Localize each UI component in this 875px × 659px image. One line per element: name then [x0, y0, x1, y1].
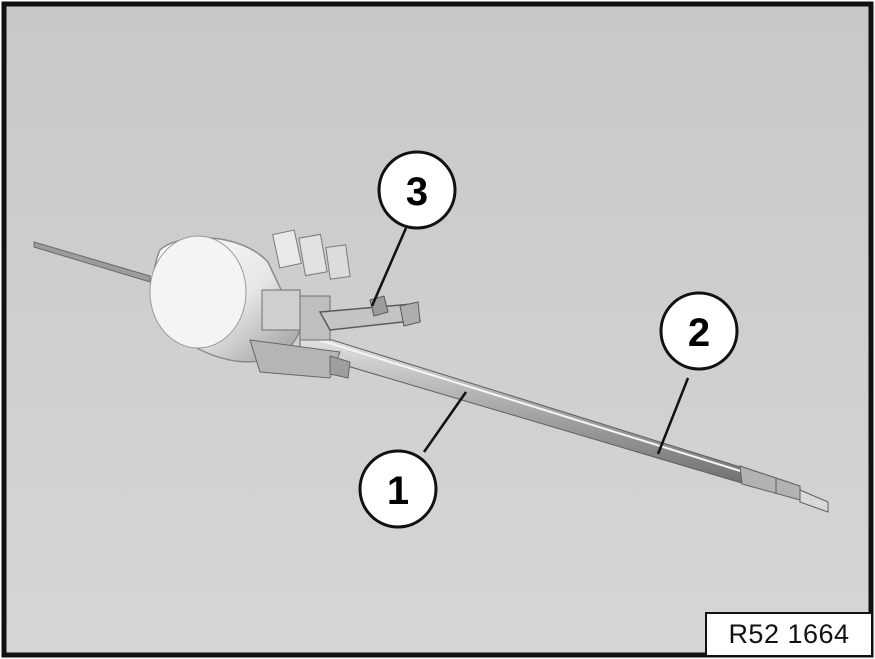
shaft-assembly: [299, 329, 829, 513]
callout-2-label: 2: [688, 311, 710, 355]
reference-code-box: R52 1664: [705, 612, 871, 655]
mounting-bracket: [318, 295, 422, 331]
motor-housing: [149, 235, 301, 363]
reference-code: R52 1664: [728, 619, 850, 649]
callout-1: 1: [358, 449, 438, 529]
leader-line-2: [656, 377, 690, 455]
callout-1-label: 1: [387, 469, 409, 513]
callout-3: 3: [377, 150, 457, 230]
leader-line-3: [370, 227, 408, 307]
shaft-left-end: [33, 241, 151, 283]
callout-3-label: 3: [406, 170, 428, 214]
callout-2: 2: [659, 291, 739, 371]
gear-assembly: [249, 229, 351, 379]
leader-line-1: [422, 391, 468, 453]
